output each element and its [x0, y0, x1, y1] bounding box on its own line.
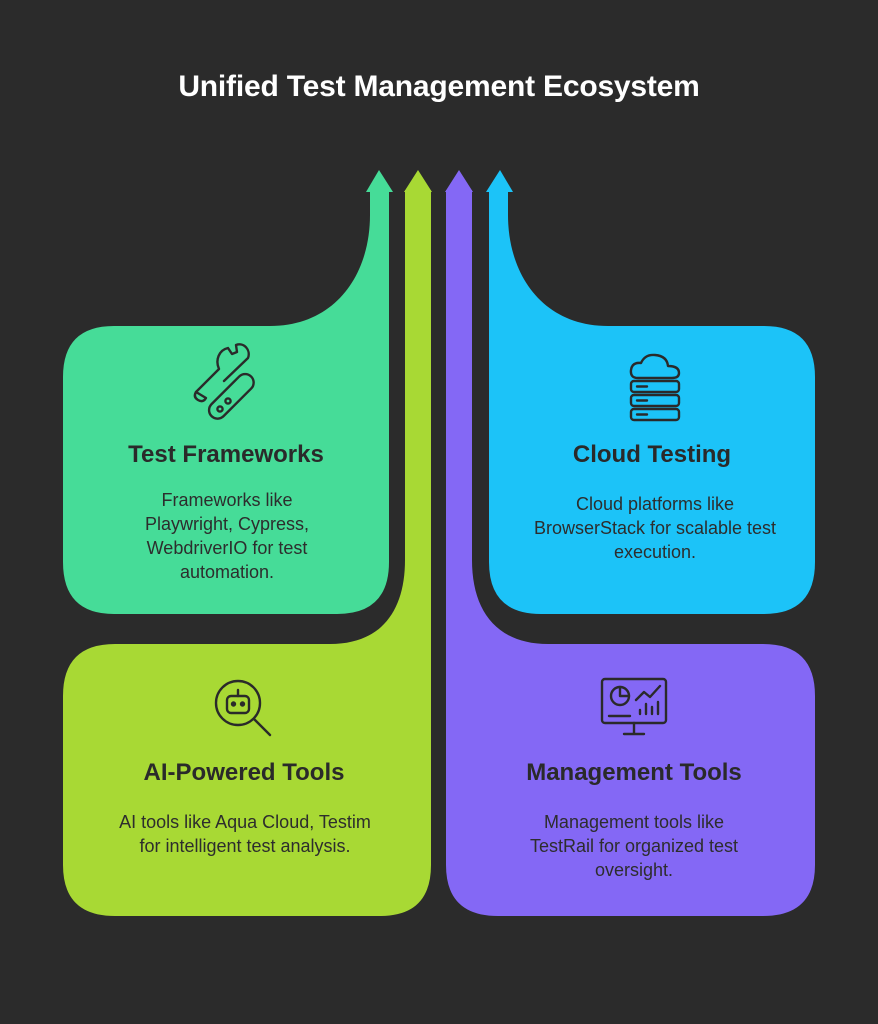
test-frameworks-arrowhead [366, 170, 393, 192]
dashboard-monitor-icon [600, 677, 668, 736]
test-frameworks-title: Test Frameworks [128, 441, 324, 468]
diagram-title: Unified Test Management Ecosystem [178, 70, 700, 103]
wrench-icon [193, 343, 255, 420]
cloud-testing-shape [486, 170, 815, 614]
cloud-testing-arrowhead [486, 170, 513, 192]
management-tools-arrowhead [445, 170, 473, 192]
cloud-testing-description: Cloud platforms like BrowserStack for sc… [533, 494, 777, 562]
management-tools-shape [445, 170, 815, 916]
ai-powered-tools-shape [63, 170, 432, 916]
test-frameworks-description: Frameworks like Playwright, Cypress, Web… [144, 490, 310, 582]
management-tools-title: Management Tools [526, 759, 742, 786]
cloud-server-icon [629, 353, 681, 422]
ai-powered-tools-arrowhead [404, 170, 432, 192]
ai-powered-tools-title: AI-Powered Tools [143, 759, 345, 786]
cloud-testing-title: Cloud Testing [572, 441, 732, 468]
ai-powered-tools-description: AI tools like Aqua Cloud, Testim for int… [119, 812, 371, 856]
management-tools-description: Management tools like TestRail for organ… [529, 812, 739, 880]
robot-search-icon [214, 679, 272, 737]
